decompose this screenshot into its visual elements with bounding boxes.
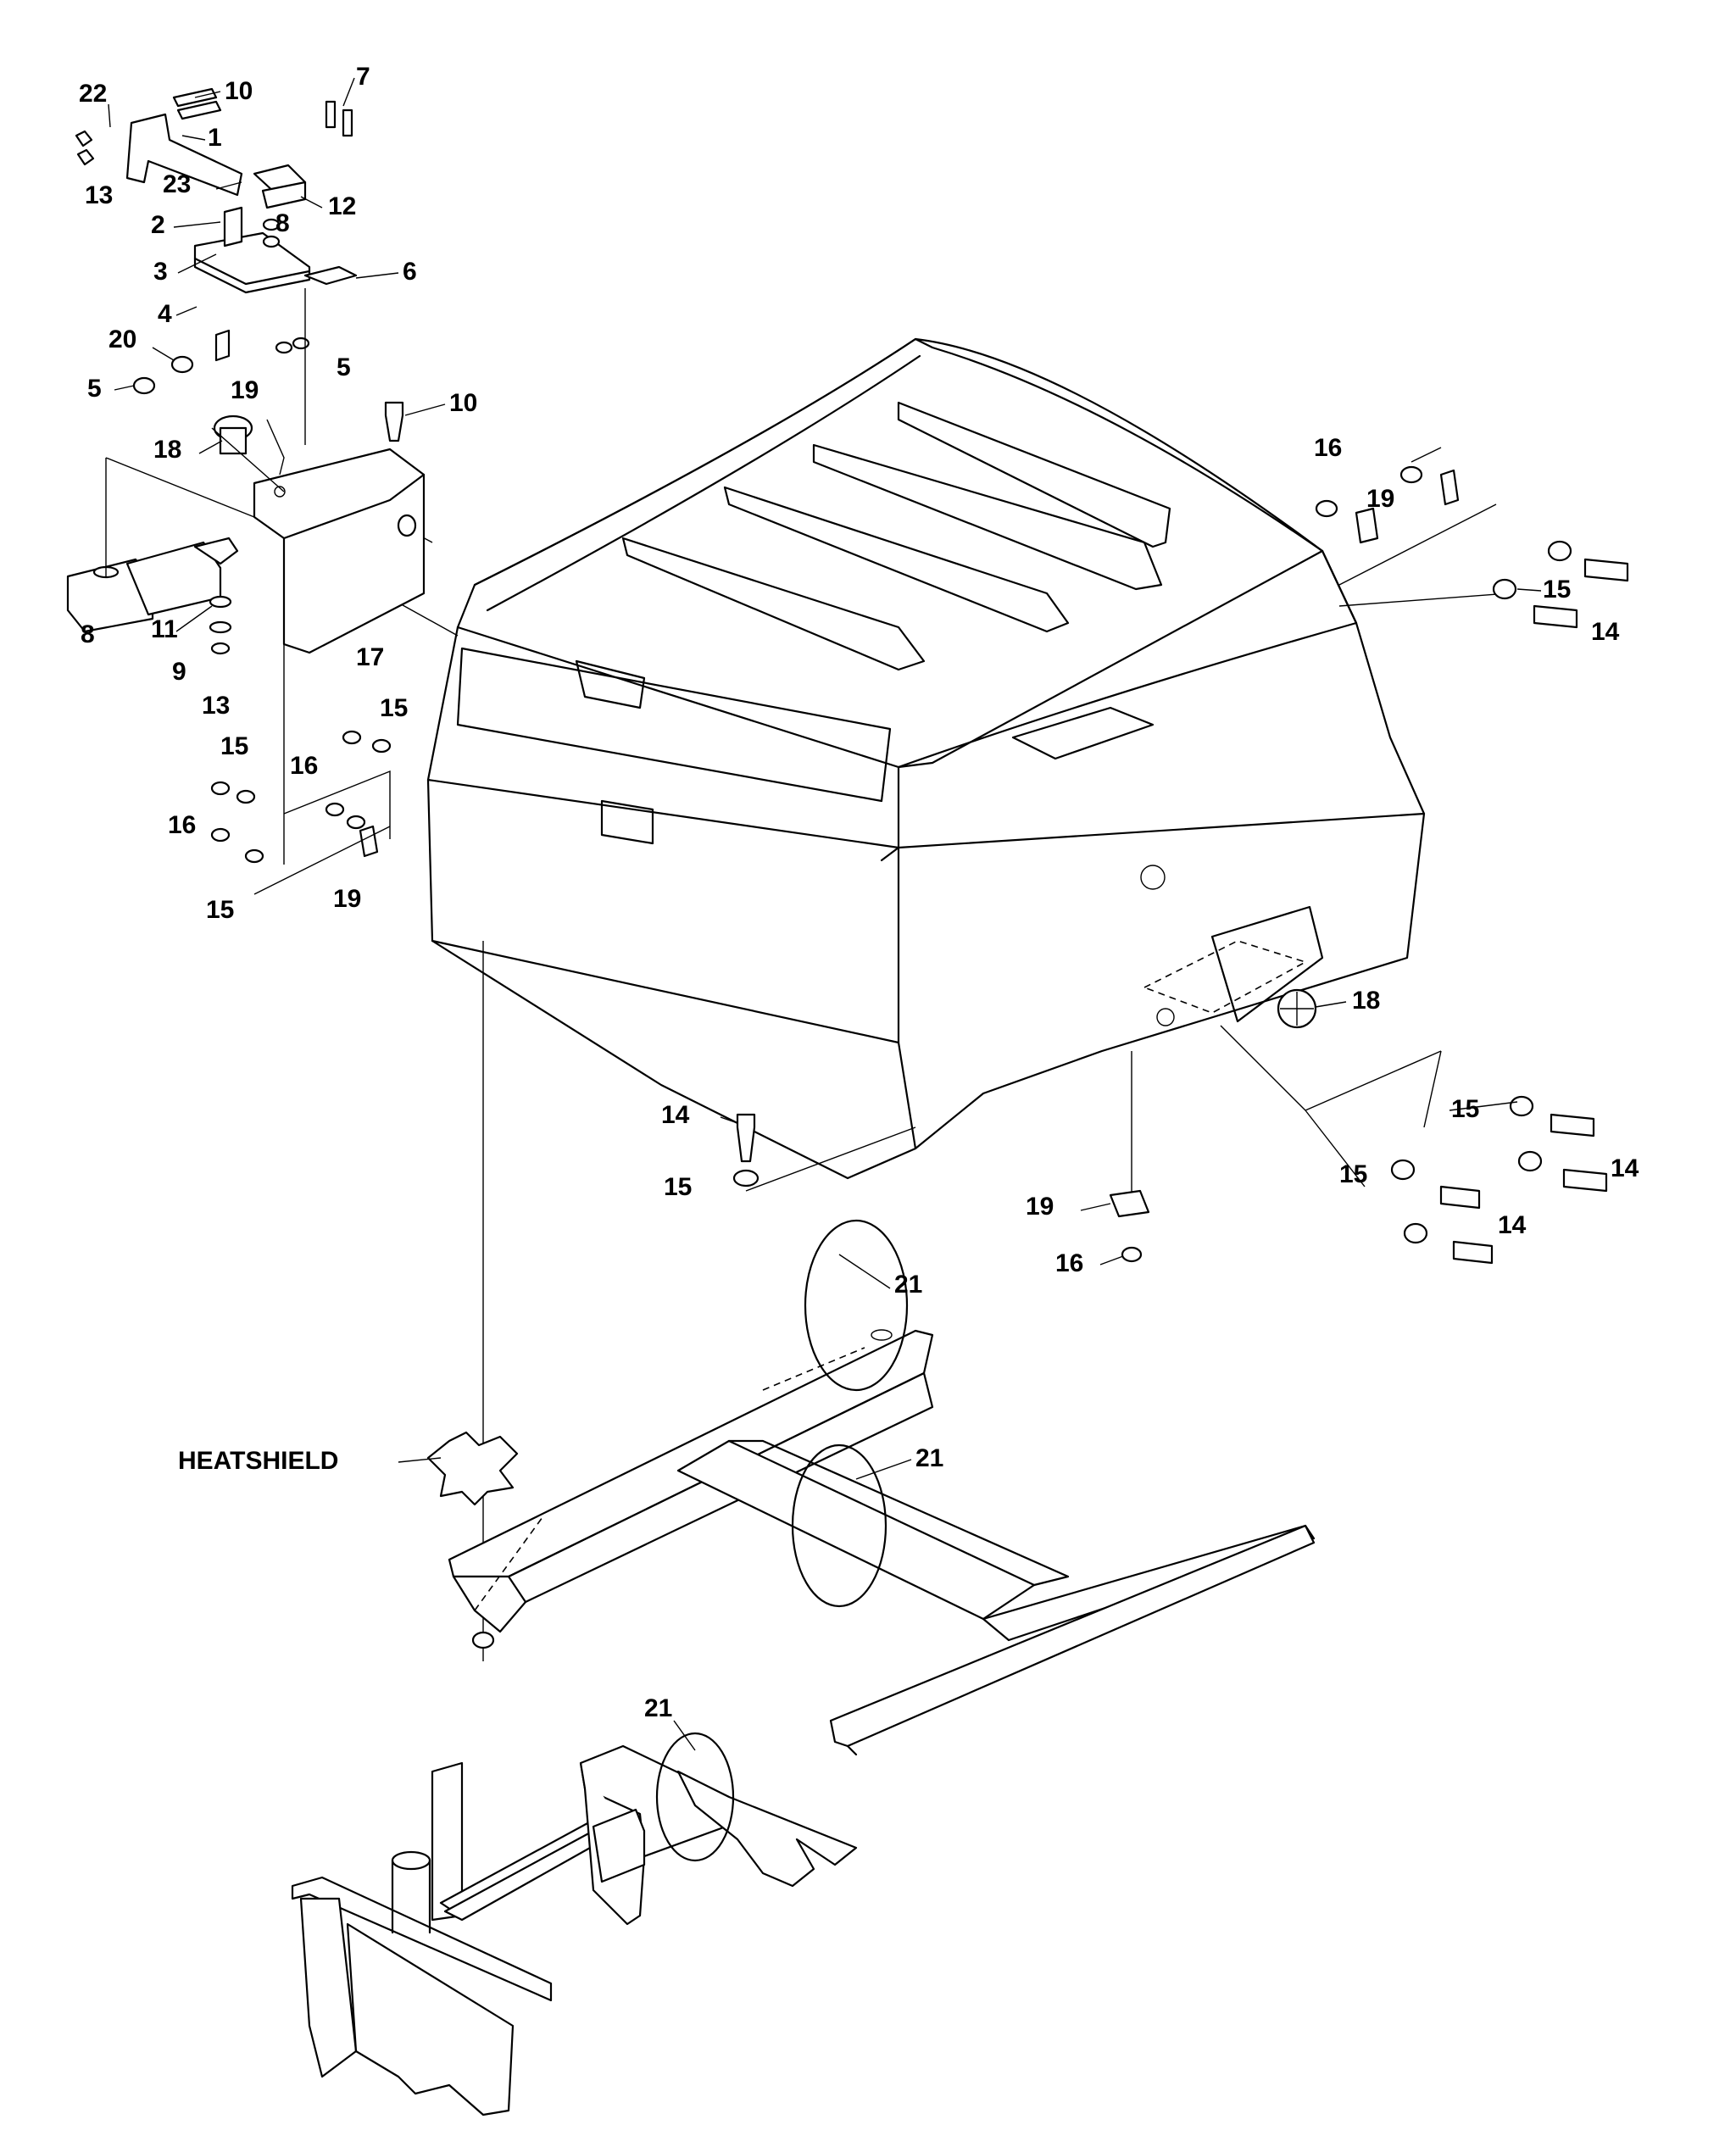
- callout-19: 19: [231, 376, 259, 404]
- right-fasteners: [732, 465, 1629, 1265]
- frame-lower: [291, 1732, 858, 2116]
- leader-lines: [304, 474, 1510, 1661]
- callout-15: 15: [1339, 1160, 1367, 1188]
- heatshield-label: HEATSHIELD: [178, 1447, 338, 1475]
- callout-10: 10: [449, 389, 477, 417]
- callout-21: 21: [894, 1271, 922, 1299]
- callout-15: 15: [380, 694, 408, 722]
- callout-19: 19: [333, 885, 361, 913]
- callout-14: 14: [661, 1101, 690, 1129]
- callout-22: 22: [79, 80, 107, 108]
- callout-12: 12: [328, 192, 356, 220]
- callout-15: 15: [664, 1173, 692, 1201]
- callout-8: 8: [275, 209, 290, 237]
- callout-2: 2: [151, 211, 165, 239]
- callout-16: 16: [1314, 434, 1342, 462]
- callout-17: 17: [356, 643, 384, 671]
- callout-8: 8: [81, 620, 95, 648]
- callout-3: 3: [153, 258, 168, 286]
- callout-1: 1: [208, 124, 222, 152]
- callout-19: 19: [1026, 1193, 1054, 1221]
- callout-16: 16: [1055, 1249, 1083, 1277]
- callout-labels: 22 10 7 1 13 23 12 2 8 3 6 4 20 5 5 19 1…: [79, 63, 1639, 1722]
- callout-21: 21: [915, 1444, 943, 1472]
- callout-13: 13: [202, 692, 230, 720]
- engine-hood: [426, 337, 1426, 1180]
- callout-15: 15: [1543, 576, 1571, 603]
- callout-7: 7: [356, 63, 370, 91]
- callout-6: 6: [403, 258, 417, 286]
- frame-crossmember: [398, 1219, 1316, 1756]
- callout-16: 16: [168, 811, 196, 839]
- callout-20: 20: [108, 325, 136, 353]
- callout-leaders: [108, 77, 1542, 1751]
- callout-11: 11: [151, 615, 178, 643]
- callout-15: 15: [206, 896, 234, 924]
- callout-10: 10: [225, 77, 253, 105]
- bracket-assembly: [66, 87, 426, 895]
- callout-21: 21: [644, 1694, 672, 1722]
- callout-19: 19: [1366, 485, 1394, 513]
- callout-5: 5: [87, 375, 102, 403]
- callout-18: 18: [1352, 987, 1380, 1015]
- callout-9: 9: [172, 658, 186, 686]
- callout-4: 4: [158, 300, 172, 328]
- callout-23: 23: [163, 170, 191, 198]
- callout-16: 16: [290, 752, 318, 780]
- callout-14: 14: [1591, 618, 1620, 646]
- callout-13: 13: [85, 181, 113, 209]
- callout-18: 18: [153, 436, 181, 464]
- callout-5: 5: [337, 353, 351, 381]
- callout-14: 14: [1498, 1211, 1527, 1239]
- callout-15: 15: [220, 732, 248, 760]
- callout-14: 14: [1611, 1154, 1639, 1182]
